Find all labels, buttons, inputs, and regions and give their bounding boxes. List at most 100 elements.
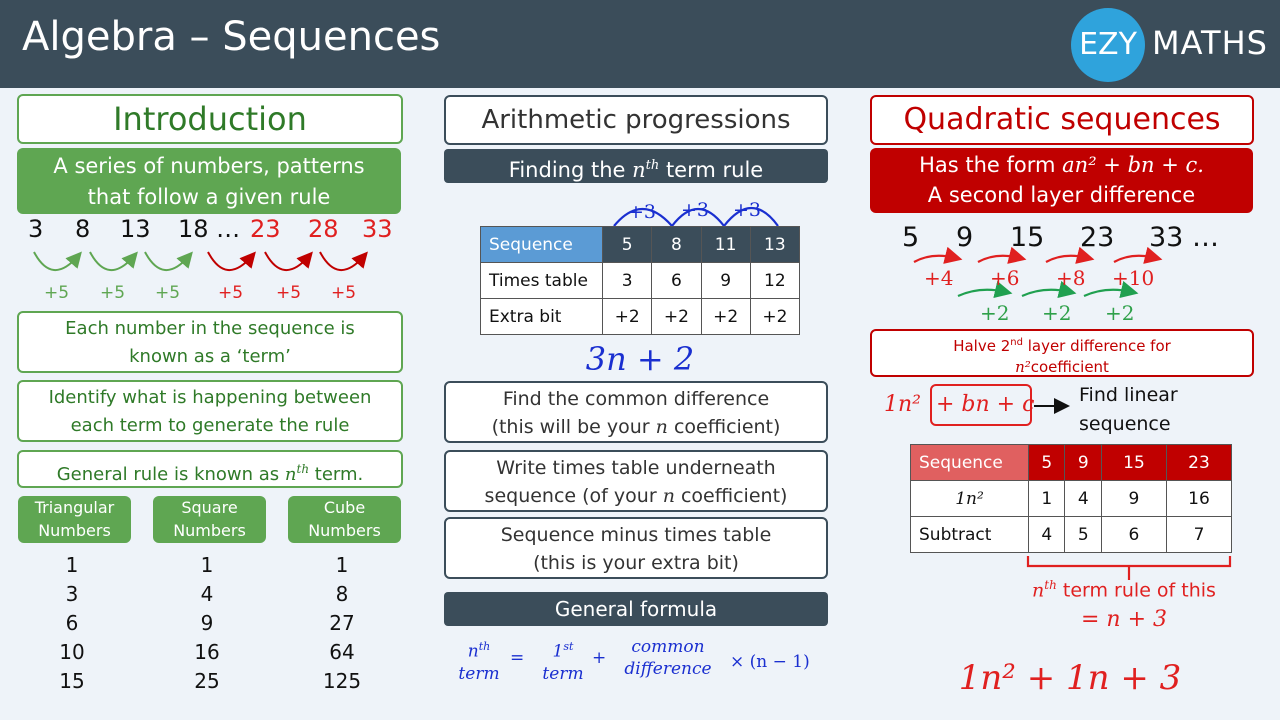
col-header-line: Square [181,498,238,517]
value: 125 [322,669,362,693]
step2-box: Write times table underneath sequence (o… [444,450,828,512]
cell: Subtract [910,516,1029,553]
f-term2: term [542,663,584,684]
value: 25 [194,669,220,693]
f-eq: = [510,648,525,668]
halve-a: Halve 2 [953,337,1011,355]
find-linear-arrow [1034,398,1070,414]
value: 27 [329,611,355,635]
col-header-line: Numbers [308,521,381,540]
value: 64 [329,640,355,664]
diff-label: +5 [276,283,302,303]
col-header-line: Numbers [173,521,246,540]
quad-second-diffs: +2 +2 +2 [870,301,1270,325]
diff-label: +5 [100,283,126,303]
form-math: an² + bn + c. [1062,153,1204,177]
cell: 15 [1100,444,1167,481]
intro-sequence: 3 8 13 18 … 23 28 33 [0,215,420,247]
cell: 23 [1165,444,1233,481]
page-title: Algebra – Sequences [22,14,441,60]
col-header-line: Triangular [34,498,115,517]
step-text: coefficient) [680,485,788,507]
col-header-line: Numbers [38,521,111,540]
cell: 11 [700,226,751,263]
expr-bn-c: + bn + c [936,392,1035,417]
diff-label: +5 [155,283,181,303]
intro-definition-line1: A series of numbers, patterns [53,154,365,178]
step-line: Find the common difference [502,388,770,410]
cell: 6 [1100,516,1167,553]
diff-label: +8 [1056,266,1086,290]
value: 1 [335,553,349,577]
seq-term: 8 [75,215,91,243]
nth-rule-line: nth term rule of this [1010,578,1238,601]
table-row: Extra bit +2 +2 +2 +2 [480,298,801,335]
cell: 1 [1027,480,1066,517]
finding-th: th [645,158,660,173]
arrow [33,251,82,272]
triangular-header: Triangular Numbers [18,496,131,543]
seq-term: 5 [902,222,920,253]
intro-definition-line2: that follow a given rule [87,185,331,209]
step1-box: Find the common difference (this will be… [444,381,828,443]
expr-highlight-box [930,384,1032,426]
f-th: th [478,640,491,653]
nth-n: n [284,464,297,485]
cell: Sequence [480,226,603,263]
header-bar: Algebra – Sequences EZY MATHS [0,0,1280,88]
halve-line2: n²coefficient [872,357,1252,378]
halve-box: Halve 2nd layer difference for n²coeffic… [870,329,1254,377]
subtract-bracket [1026,556,1232,580]
cell: 5 [601,226,653,263]
formula-nth-term: nth term [454,636,504,685]
cell: Sequence [910,444,1029,481]
identify-line1: Identify what is happening between [48,387,372,408]
cell: 9 [1100,480,1167,517]
square-header: Square Numbers [153,496,266,543]
arith-title: Arithmetic progressions [444,95,828,145]
cell: 13 [749,226,801,263]
term-line2: known as a ‘term’ [129,346,291,367]
seq-term: 13 [120,215,151,243]
finding-n: n [632,158,646,182]
table-row: Sequence 5 8 11 13 [480,226,801,263]
cell: 4 [1064,480,1102,517]
cell: 5 [1064,516,1102,553]
value: 1 [200,553,214,577]
diff-label: +6 [990,266,1020,290]
cell: +2 [700,298,751,335]
col-header-line: Cube [323,498,366,517]
quad-sequence: 5 9 15 23 33 … [870,222,1270,256]
arrow [89,251,138,272]
intro-diffs: +5 +5 +5 +5 +5 +5 [0,283,420,305]
arc-label: +3 [733,199,762,221]
arc [723,207,779,227]
arith-table: Sequence 5 8 11 13 Times table 3 6 9 12 … [480,226,801,335]
intro-definition: A series of numbers, patterns that follo… [17,148,401,214]
arith-finding: Finding the nth term rule [444,149,828,183]
f-plus: + [592,648,607,668]
value: 3 [65,582,79,606]
cell: 16 [1165,480,1233,517]
diff-label: +5 [44,283,70,303]
arrow [1083,280,1139,299]
f-times: × (n − 1) [730,652,810,672]
rule-n: n [1032,579,1045,602]
seq-term: 9 [956,222,974,253]
seq-term: 15 [1010,222,1045,253]
n-symbol: n [655,416,668,438]
rule-th: th [1044,578,1057,592]
finding-pre: Finding the [508,158,626,182]
finding-post: term rule [665,158,764,182]
logo-ezy: EZY [1071,8,1145,82]
formula-title: General formula [444,592,828,626]
cell: +2 [651,298,702,335]
triangular-values: 1 3 6 10 15 [18,551,126,696]
arc-label: +3 [681,199,710,221]
square-values: 1 4 9 16 25 [153,551,261,696]
value: 6 [65,611,79,635]
value: 10 [59,640,85,664]
nth-sup: th [296,462,310,476]
cell: 8 [651,226,702,263]
cube-values: 1 8 27 64 125 [288,551,396,696]
